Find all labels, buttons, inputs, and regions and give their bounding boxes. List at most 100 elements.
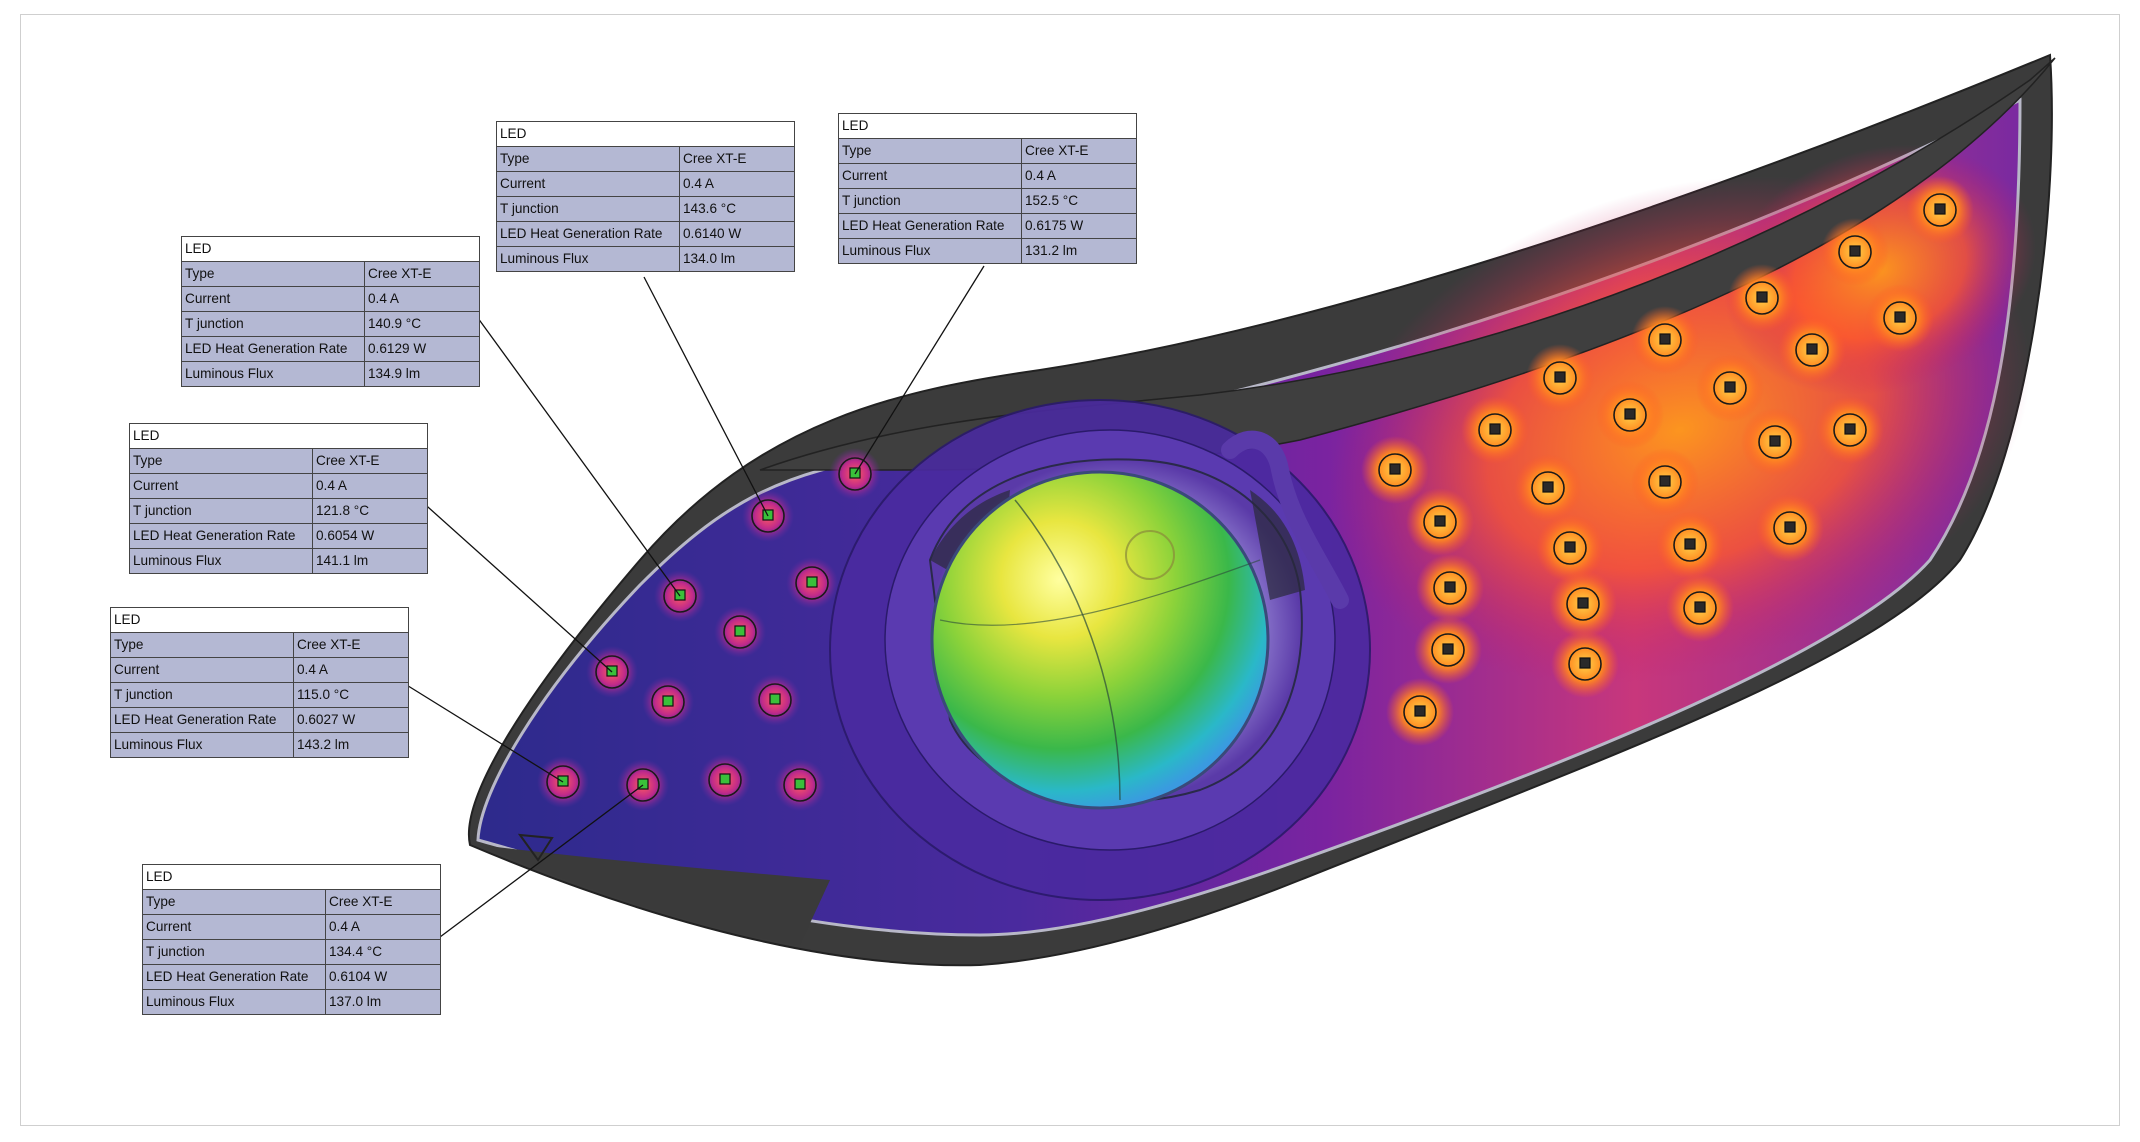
led-property-key: Type bbox=[496, 146, 680, 172]
callout-leader-line bbox=[435, 784, 644, 941]
led-property-value: Cree XT-E bbox=[325, 889, 441, 915]
led-property-value: 152.5 °C bbox=[1021, 188, 1137, 214]
led-property-key: T junction bbox=[142, 939, 326, 965]
led-property-value: 134.0 lm bbox=[679, 246, 795, 272]
led-emitter bbox=[786, 557, 838, 609]
projector-lens bbox=[930, 470, 1270, 810]
led-property-value: 131.2 lm bbox=[1021, 238, 1137, 264]
callout-leader-line bbox=[854, 265, 985, 475]
led-callout-header: LED bbox=[838, 113, 1137, 139]
led-property-key: Luminous Flux bbox=[129, 548, 313, 574]
led-property-value: 0.6027 W bbox=[293, 707, 409, 733]
led-emitter bbox=[1361, 436, 1429, 504]
led-property-key: Type bbox=[142, 889, 326, 915]
led-emitter bbox=[1778, 316, 1846, 384]
led-property-value: 141.1 lm bbox=[312, 548, 428, 574]
led-property-key: Current bbox=[496, 171, 680, 197]
led-property-key: T junction bbox=[496, 196, 680, 222]
led-property-key: Current bbox=[129, 473, 313, 499]
led-emitter bbox=[1756, 494, 1824, 562]
led-property-value: Cree XT-E bbox=[312, 448, 428, 474]
led-property-key: Current bbox=[142, 914, 326, 940]
led-emitter bbox=[1821, 218, 1889, 286]
bulb-bracket bbox=[1221, 430, 1349, 609]
led-property-key: Type bbox=[129, 448, 313, 474]
led-property-key: Type bbox=[110, 632, 294, 658]
led-emitter bbox=[1666, 574, 1734, 642]
led-property-value: 0.6175 W bbox=[1021, 213, 1137, 239]
led-emitter bbox=[699, 754, 751, 806]
led-property-value: 0.6129 W bbox=[364, 336, 480, 362]
led-property-value: 137.0 lm bbox=[325, 989, 441, 1015]
led-property-key: LED Heat Generation Rate bbox=[110, 707, 294, 733]
led-property-key: LED Heat Generation Rate bbox=[142, 964, 326, 990]
led-emitter bbox=[1728, 264, 1796, 332]
led-property-value: 0.4 A bbox=[679, 171, 795, 197]
callout-leader-line bbox=[643, 276, 769, 517]
led-property-key: Current bbox=[181, 286, 365, 312]
led-property-key: T junction bbox=[181, 311, 365, 337]
led-emitter bbox=[1866, 284, 1934, 352]
led-property-key: Luminous Flux bbox=[142, 989, 326, 1015]
led-emitter bbox=[1514, 454, 1582, 522]
led-emitter bbox=[1551, 630, 1619, 698]
led-emitter bbox=[1461, 396, 1529, 464]
led-callout-header: LED bbox=[129, 423, 428, 449]
led-property-key: Luminous Flux bbox=[181, 361, 365, 387]
led-property-value: 143.2 lm bbox=[293, 732, 409, 758]
led-property-value: 0.6104 W bbox=[325, 964, 441, 990]
led-emitter bbox=[1526, 344, 1594, 412]
led-property-key: Type bbox=[181, 261, 365, 287]
callout-leader-line bbox=[474, 313, 681, 597]
led-emitter bbox=[1386, 678, 1454, 746]
led-property-key: Luminous Flux bbox=[838, 238, 1022, 264]
led-emitter bbox=[1631, 448, 1699, 516]
led-array bbox=[537, 176, 1974, 811]
led-emitter bbox=[1416, 554, 1484, 622]
callout-leader-line bbox=[404, 683, 564, 783]
figure-frame bbox=[20, 14, 2120, 1126]
led-emitter bbox=[1816, 396, 1884, 464]
led-property-key: LED Heat Generation Rate bbox=[838, 213, 1022, 239]
led-callout-header: LED bbox=[110, 607, 409, 633]
led-property-value: 0.6140 W bbox=[679, 221, 795, 247]
led-property-value: Cree XT-E bbox=[679, 146, 795, 172]
led-property-value: 0.4 A bbox=[325, 914, 441, 940]
led-property-value: 134.4 °C bbox=[325, 939, 441, 965]
led-property-key: Luminous Flux bbox=[496, 246, 680, 272]
housing-bottom-lip bbox=[480, 845, 830, 945]
led-property-value: 140.9 °C bbox=[364, 311, 480, 337]
led-property-key: LED Heat Generation Rate bbox=[181, 336, 365, 362]
led-property-key: T junction bbox=[129, 498, 313, 524]
led-property-value: 0.6054 W bbox=[312, 523, 428, 549]
led-property-value: 121.8 °C bbox=[312, 498, 428, 524]
led-property-key: Current bbox=[110, 657, 294, 683]
led-property-key: T junction bbox=[838, 188, 1022, 214]
led-property-value: 134.9 lm bbox=[364, 361, 480, 387]
led-emitter bbox=[1741, 408, 1809, 476]
